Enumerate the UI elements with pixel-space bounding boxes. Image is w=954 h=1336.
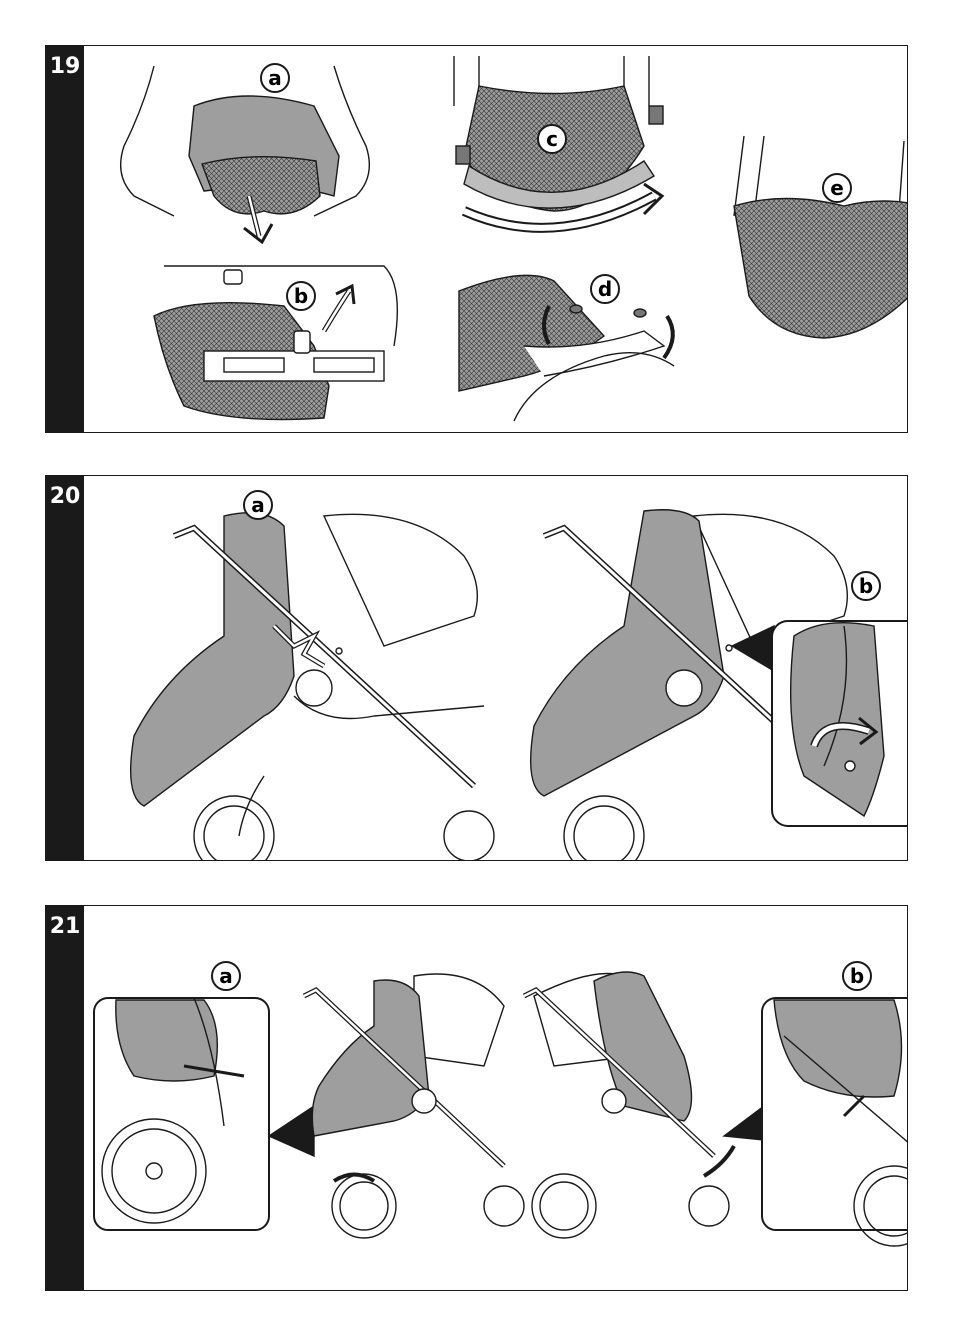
step-21a-label: a — [212, 962, 240, 990]
step-21-number: 21 — [46, 914, 84, 939]
step-19-panel: 19 a — [45, 45, 908, 433]
step-21-right-stroller — [524, 972, 774, 1238]
svg-text:b: b — [859, 574, 873, 598]
step-19d-drawing — [459, 275, 674, 421]
step-19e-label: e — [823, 174, 851, 202]
step-19e-drawing — [734, 136, 907, 338]
step-19a-label: a — [261, 64, 289, 92]
step-19a-drawing — [121, 66, 370, 242]
svg-text:d: d — [598, 277, 612, 301]
step-19b-drawing — [154, 266, 397, 420]
step-21b-label: b — [843, 962, 871, 990]
step-19b-label: b — [287, 282, 315, 310]
step-19c-label: c — [538, 125, 566, 153]
step-21-left-stroller — [269, 974, 524, 1238]
step-20-number: 20 — [46, 484, 84, 509]
step-19-bar: 19 — [46, 46, 84, 432]
svg-text:b: b — [850, 964, 864, 988]
svg-text:a: a — [219, 964, 233, 988]
step-20a-label: a — [244, 491, 272, 519]
step-21-bar: 21 — [46, 906, 84, 1290]
step-21-illustration: a — [84, 906, 907, 1290]
step-19-illustration: a b — [84, 46, 907, 432]
step-21a-zoom — [94, 998, 269, 1230]
svg-text:a: a — [268, 66, 282, 90]
step-20-panel: 20 a — [45, 475, 908, 861]
step-21b-zoom — [762, 998, 907, 1246]
step-20-illustration: a b — [84, 476, 907, 860]
step-20a-drawing — [131, 513, 494, 860]
step-20b-label: b — [852, 572, 880, 600]
svg-text:c: c — [546, 127, 558, 151]
svg-text:a: a — [251, 493, 265, 517]
step-19-number: 19 — [46, 54, 84, 79]
step-21-panel: 21 a — [45, 905, 908, 1291]
svg-text:e: e — [830, 176, 844, 200]
step-20-bar: 20 — [46, 476, 84, 860]
step-19d-label: d — [591, 275, 619, 303]
step-20b-zoom — [772, 621, 907, 826]
svg-text:b: b — [294, 284, 308, 308]
